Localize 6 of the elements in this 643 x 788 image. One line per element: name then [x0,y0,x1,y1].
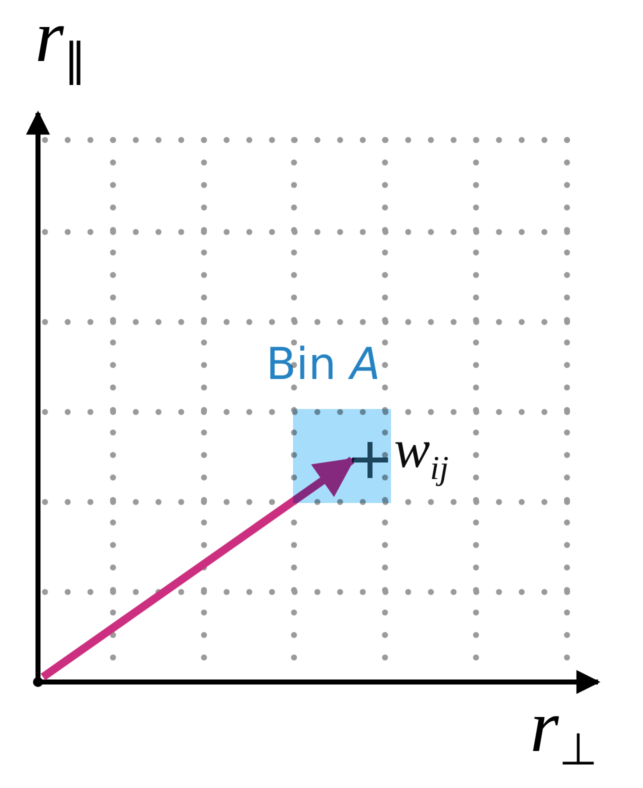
arrow [40,456,356,680]
parallel-axis-label: r$_{‖}$ [35,0,86,83]
origin-point [33,677,43,687]
perpendicular-axis-label: r$_{⊥}$ [530,690,598,773]
weight-label: w$_{ij}$ [394,422,449,486]
bin-label: Bin A [266,343,380,387]
